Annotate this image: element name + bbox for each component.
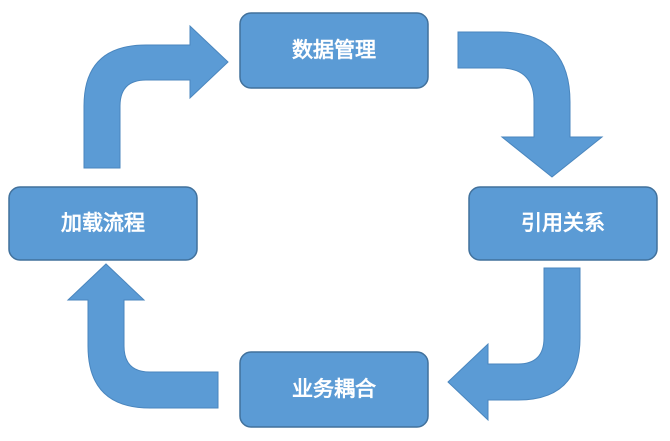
arrow-bottom-to-left xyxy=(66,263,219,409)
node-loading-process: 加载流程 xyxy=(8,186,198,261)
node-data-management-label: 数据管理 xyxy=(292,38,376,62)
node-data-management: 数据管理 xyxy=(239,12,429,89)
node-business-coupling-label: 业务耦合 xyxy=(292,377,377,401)
arrow-left-to-top xyxy=(83,24,229,169)
node-loading-process-box xyxy=(8,186,198,261)
node-loading-process-label: 加载流程 xyxy=(60,211,145,235)
arrow-right-to-bottom xyxy=(447,267,581,422)
node-data-management-box xyxy=(239,12,429,89)
node-reference-relation: 引用关系 xyxy=(468,186,658,261)
node-reference-relation-box xyxy=(468,186,658,261)
arrow-top-to-right xyxy=(457,31,604,178)
node-business-coupling-box xyxy=(239,351,429,428)
node-business-coupling: 业务耦合 xyxy=(239,351,429,428)
node-reference-relation-label: 引用关系 xyxy=(521,211,605,235)
